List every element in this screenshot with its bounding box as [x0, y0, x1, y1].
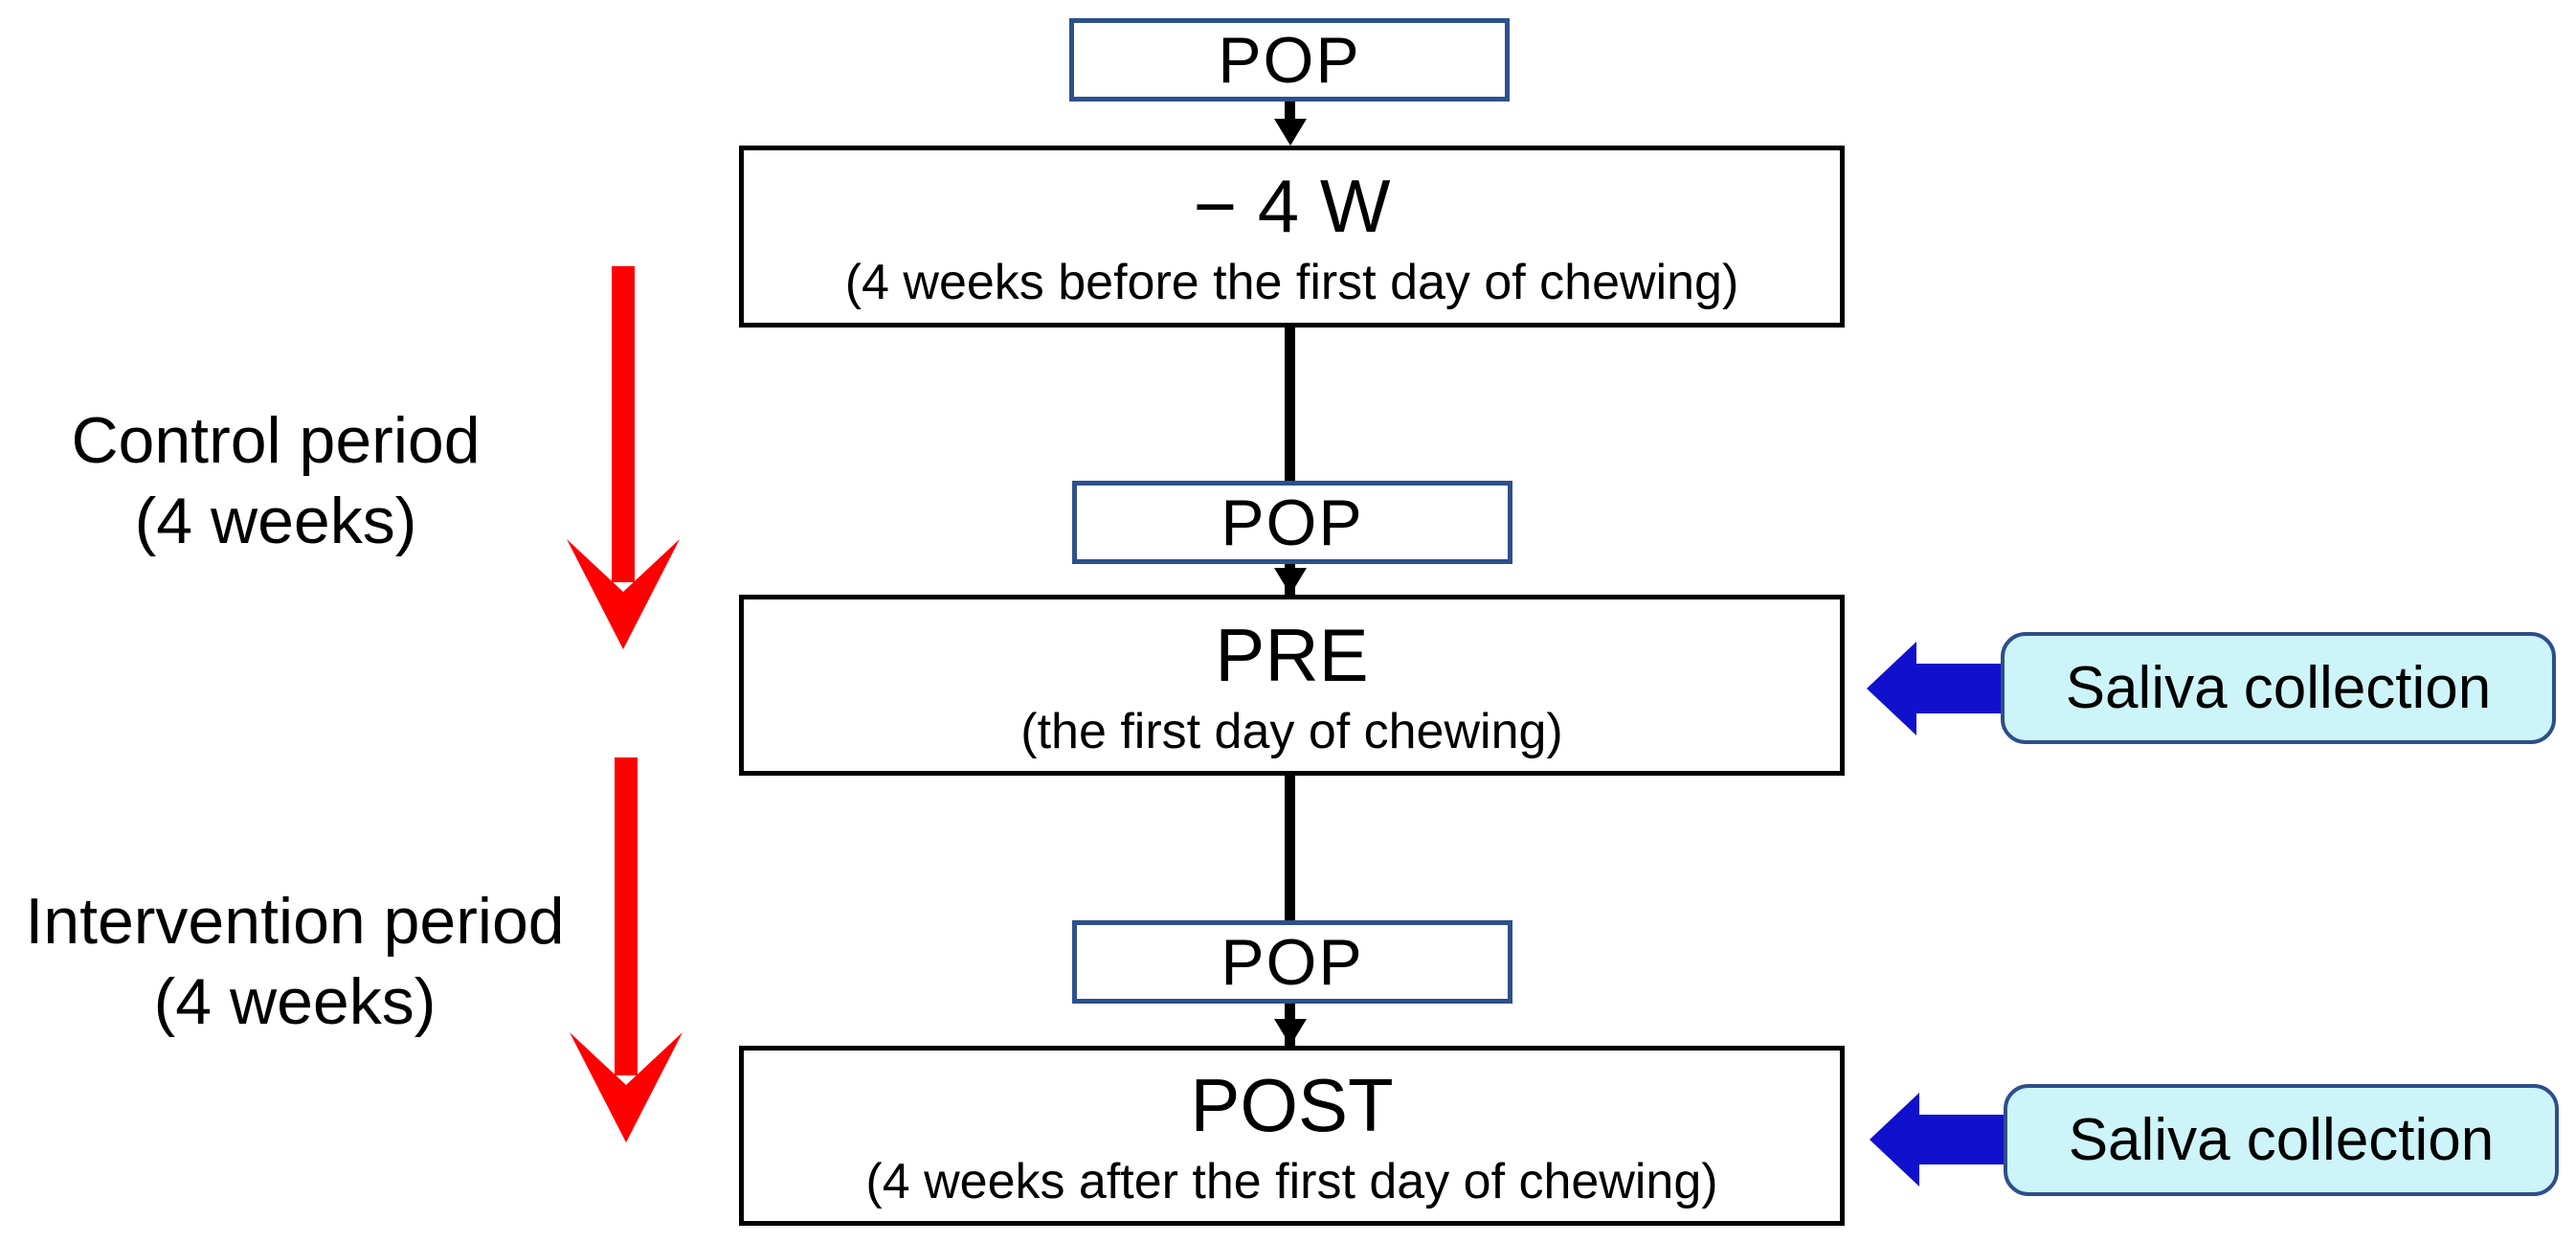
control-period-label: Control period (4 weeks) [36, 400, 515, 561]
pop-box-2: POP [1072, 481, 1512, 564]
saliva-collection-callout-post: Saliva collection [2004, 1084, 2559, 1196]
arrowhead-down-icon [1274, 119, 1307, 146]
red-down-arrow-control-icon [567, 266, 680, 649]
blue-left-arrow-icon [1870, 1093, 2008, 1186]
pop-box-1: POP [1069, 18, 1510, 102]
saliva-collection-label: Saliva collection [2068, 1107, 2495, 1173]
arrowhead-down-icon [1274, 568, 1307, 595]
red-down-arrow-intervention-icon [570, 757, 683, 1142]
stage-title-post: POST [1190, 1063, 1394, 1147]
stage-title-minus-4w: − 4 W [1193, 164, 1391, 248]
stage-box-post: POST (4 weeks after the first day of che… [739, 1046, 1845, 1226]
connector-line-minus4w-to-pre [1285, 328, 1295, 595]
pop-box-3: POP [1072, 920, 1512, 1004]
stage-box-pre: PRE (the first day of chewing) [739, 595, 1845, 776]
stage-subtitle-pre: (the first day of chewing) [1020, 703, 1563, 759]
pop-box-2-label: POP [1221, 486, 1364, 559]
control-period-line1: Control period [71, 404, 481, 477]
pop-box-1-label: POP [1218, 23, 1361, 97]
intervention-period-line2: (4 weeks) [153, 965, 437, 1038]
connector-line-pre-to-post [1285, 776, 1295, 1046]
stage-subtitle-minus-4w: (4 weeks before the first day of chewing… [844, 255, 1739, 310]
connector-line-pop1-to-minus4w [1285, 102, 1295, 123]
intervention-period-line1: Intervention period [25, 885, 565, 958]
blue-left-arrow-icon [1867, 642, 2005, 735]
stage-subtitle-post: (4 weeks after the first day of chewing) [865, 1154, 1718, 1209]
saliva-collection-callout-pre: Saliva collection [2001, 632, 2556, 744]
stage-box-minus-4w: − 4 W (4 weeks before the first day of c… [739, 146, 1845, 328]
intervention-period-label: Intervention period (4 weeks) [8, 881, 582, 1042]
stage-title-pre: PRE [1215, 612, 1369, 697]
arrowhead-down-icon [1274, 1019, 1307, 1046]
saliva-collection-label: Saliva collection [2065, 655, 2492, 721]
control-period-line2: (4 weeks) [134, 485, 417, 557]
pop-box-3-label: POP [1221, 925, 1364, 999]
